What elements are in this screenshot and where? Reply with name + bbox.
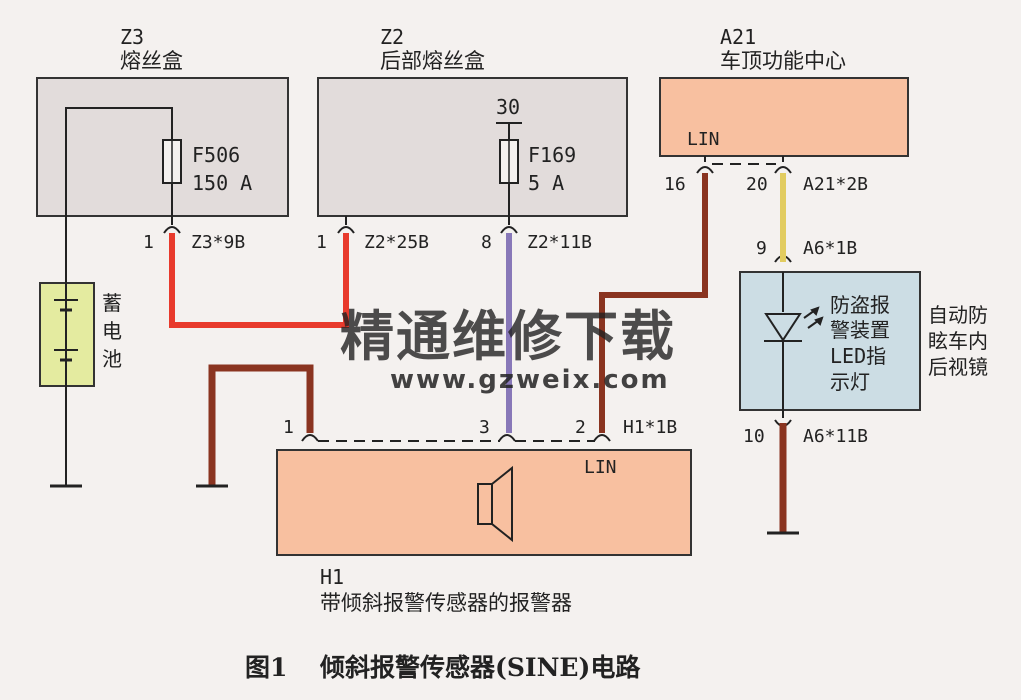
led-label-1: 防盗报 — [830, 293, 890, 317]
h1-pin1: 1 — [283, 417, 294, 438]
z3-code: Z3 — [120, 25, 144, 49]
watermark-url: www.gzweix.com — [390, 365, 670, 395]
a21-pin-left: 16 — [664, 174, 686, 195]
connector-arcs — [163, 156, 792, 442]
battery-wire — [50, 107, 173, 488]
mirror-connector-bottom: A6*11B — [803, 426, 868, 447]
z3-name: 熔丝盒 — [120, 49, 183, 73]
a21-connector: A21*2B — [803, 174, 868, 195]
z2-connector-left: Z2*25B — [364, 232, 429, 253]
battery-label-1: 蓄 — [102, 291, 122, 315]
mirror-name-2: 眩车内 — [928, 329, 988, 353]
z2-code: Z2 — [380, 25, 404, 49]
h1-lin-label: LIN — [584, 457, 617, 478]
z3-connector: Z3*9B — [191, 232, 245, 253]
a21-lin-label: LIN — [687, 129, 720, 150]
a21-code: A21 — [720, 25, 756, 49]
led-label-2: 警装置 — [830, 318, 890, 342]
battery-label-3: 池 — [102, 347, 122, 371]
mirror-connector-top: A6*1B — [803, 238, 857, 259]
battery-label-2: 电 — [102, 319, 122, 343]
z3-pin: 1 — [143, 232, 154, 253]
z2-name: 后部熔丝盒 — [380, 49, 485, 73]
mirror-pin-top: 9 — [756, 238, 767, 259]
z2-supply: 30 — [496, 95, 520, 119]
brown-lin-wire — [599, 173, 708, 433]
h1-name: 带倾斜报警传感器的报警器 — [320, 591, 572, 615]
battery-symbol — [54, 299, 78, 362]
h1-connector: H1*1B — [623, 417, 677, 438]
a21-roof-module — [659, 77, 909, 157]
led-label-3: LED指 — [830, 344, 886, 368]
z2-fuse-rating: 5 A — [528, 171, 564, 195]
lin-dashed-lines — [318, 163, 776, 442]
z2-pin-right: 8 — [481, 232, 492, 253]
a21-pin-right: 20 — [746, 174, 768, 195]
h1-pin2: 2 — [575, 417, 586, 438]
watermark-cn: 精通维修下载 — [340, 305, 676, 368]
h1-pin3: 3 — [479, 417, 490, 438]
speaker-icon — [477, 465, 513, 543]
led-label-4: 示灯 — [830, 370, 870, 394]
led-icon — [764, 272, 824, 410]
red-wire — [169, 233, 349, 328]
z2-rear-fuse-box — [317, 77, 628, 217]
h1-code: H1 — [320, 565, 344, 589]
z3-fuse-rating: 150 A — [192, 171, 252, 195]
mirror-pin-bottom: 10 — [743, 426, 765, 447]
mirror-name-1: 自动防 — [928, 303, 988, 327]
h1-alarm-box — [276, 449, 692, 556]
mirror-name-3: 后视镜 — [928, 355, 988, 379]
z2-connector-right: Z2*11B — [527, 232, 592, 253]
z2-pin-left: 1 — [316, 232, 327, 253]
a21-name: 车顶功能中心 — [720, 49, 846, 73]
caption-text: 倾斜报警传感器(SINE)电路 — [319, 653, 641, 682]
z3-fuse-id: F506 — [192, 143, 240, 167]
brown-ground-wire-h1 — [208, 364, 314, 486]
z2-fuse-id: F169 — [528, 143, 576, 167]
caption-label: 图1 — [245, 653, 287, 682]
